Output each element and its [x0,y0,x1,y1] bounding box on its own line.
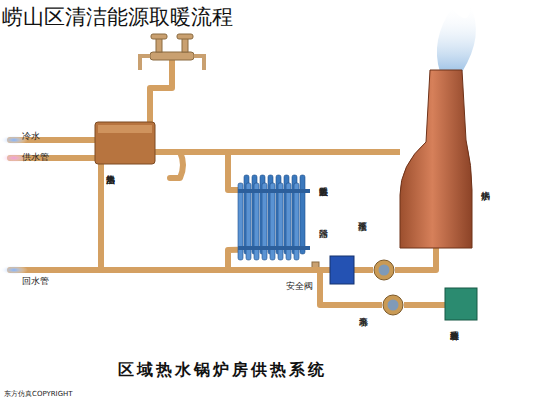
radiator-fins [238,175,310,260]
pipe-connector [354,267,373,273]
pump-body [383,295,403,315]
filter-outline [330,256,354,284]
heater-return-pipe [98,164,104,270]
pipe-label: 冷水 [22,130,40,143]
treatment-box: 补给水处理装置 [445,288,477,320]
radiator-outline [238,175,310,260]
pipe-work [10,58,228,270]
smoke [437,5,476,72]
pump-symbol: 循环水泵 [373,259,395,281]
heater-loop-pipe [158,152,183,178]
boiler-outline [400,70,472,248]
return-pipe [10,267,228,273]
radiator-unit: 采暖散热装置 [238,175,310,260]
faucet-symbol [140,34,204,70]
page-title: 崂山区清洁能源取暖流程 [2,3,233,31]
heater-outline [95,122,155,164]
diagram-caption: 区域热水锅炉房供热系统 [118,360,327,381]
heater-highlight [98,125,152,133]
heater-body [95,122,155,164]
pipe-connector [395,248,436,270]
pump-outline [382,294,404,316]
pipe-connector [404,302,445,308]
treatment-body [445,288,477,320]
dirt-separator-box: 除污器 [330,256,354,284]
boiler-body [400,70,472,248]
pipe-label: 回水管 [22,275,49,288]
boiler-tank: 热水锅炉 [400,70,472,248]
tap-pipe [150,58,172,122]
pipe-label: 安全阀 [286,280,313,293]
pump-core [388,300,399,311]
pump-core [379,265,390,276]
pump-outline [373,259,395,281]
pump-symbol: 补给水泵 [382,294,404,316]
return-flow [0,265,28,275]
pipe-label: 供水管 [22,151,49,164]
treat-outline [445,288,477,320]
heater-box: 生活热水加热器 [95,122,155,164]
pump-body [374,260,394,280]
filter-body [330,256,354,284]
watermark: 东方仿真COPYRIGHT [4,389,73,399]
